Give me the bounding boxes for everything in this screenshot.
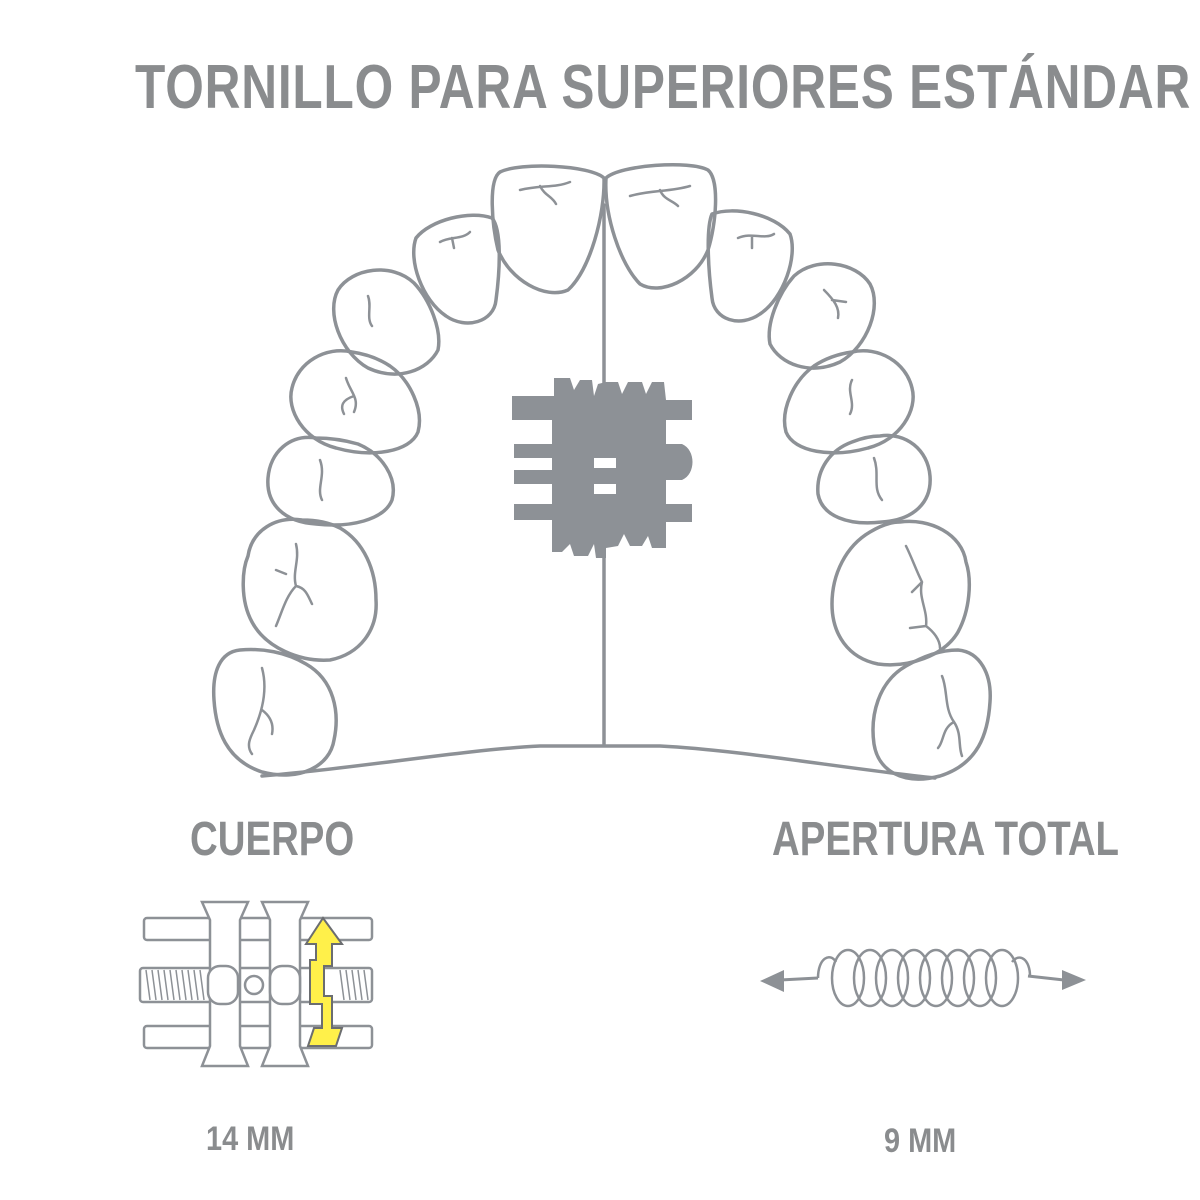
- tooth-left-molar-1: [241, 517, 378, 662]
- tooth-left-lateral-incisor: [411, 213, 501, 325]
- spring-coils: [816, 948, 1032, 1008]
- screw-left-block: [512, 378, 606, 558]
- opening-label: APERTURA TOTAL: [772, 813, 1120, 866]
- body-size-value: 14 MM: [206, 1120, 295, 1158]
- screw-roller-right: [268, 964, 302, 1006]
- double-arrow-icon: [760, 970, 1086, 992]
- tooth-grooves: [247, 180, 964, 758]
- tooth-left-premolar-2: [266, 435, 395, 527]
- key-arrow-icon: [304, 916, 344, 1047]
- thread-hatching: [145, 969, 369, 1001]
- screw-center-slot-bottom: [594, 484, 616, 494]
- tooth-right-lateral-incisor: [706, 209, 795, 323]
- tooth-right-premolar-1: [782, 349, 915, 455]
- expansion-screw-icon: [512, 378, 693, 558]
- screw-roller-left: [206, 964, 240, 1006]
- spring-icon: [760, 948, 1086, 1008]
- screw-center-slot-top: [594, 458, 616, 468]
- opening-size-value: 9 MM: [884, 1122, 957, 1160]
- tooth-right-molar-1: [830, 519, 972, 667]
- tooth-right-central-incisor: [604, 162, 718, 290]
- palate-line: [260, 744, 937, 780]
- screw-right-block: [606, 382, 693, 548]
- tooth-left-molar-2: [211, 647, 338, 777]
- tooth-right-molar-2: [871, 648, 992, 781]
- tooth-left-canine: [332, 268, 441, 376]
- body-label: CUERPO: [190, 813, 355, 866]
- screw-body-icon: [138, 900, 374, 1068]
- tooth-right-premolar-2: [816, 433, 932, 525]
- screw-center-hole: [243, 974, 265, 996]
- tooth-right-canine: [767, 262, 876, 370]
- page-title: TORNILLO PARA SUPERIORES ESTÁNDAR: [135, 53, 1192, 122]
